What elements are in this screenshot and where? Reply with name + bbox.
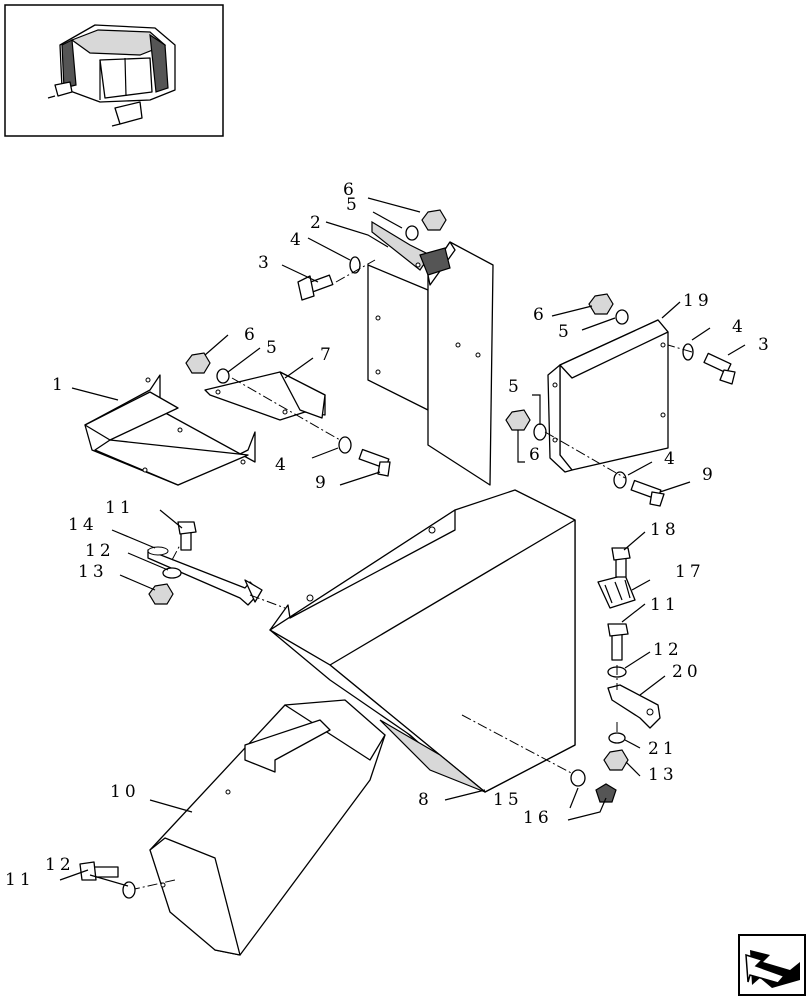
nut-icon	[421, 209, 447, 231]
label-part-7: 7	[320, 345, 335, 365]
label-part-8: 8	[418, 790, 433, 810]
nut-icon	[603, 749, 629, 771]
washer-icon	[216, 368, 230, 384]
label-part-6: 6	[343, 180, 358, 200]
washer-icon	[162, 567, 182, 579]
label-part-11: 11	[5, 870, 35, 890]
label-part-11: 11	[650, 595, 680, 615]
label-part-5: 5	[558, 322, 573, 342]
wing-nut-icon	[595, 783, 617, 803]
washer-icon	[608, 732, 626, 744]
label-part-6: 6	[244, 325, 259, 345]
label-part-14: 14	[68, 515, 98, 535]
part-2-panel	[367, 220, 494, 486]
bolt-icon	[630, 479, 665, 507]
label-part-15: 15	[493, 790, 523, 810]
label-part-2: 2	[310, 213, 325, 233]
label-part-6: 6	[529, 445, 544, 465]
label-part-10: 10	[110, 782, 140, 802]
label-part-13: 13	[78, 562, 108, 582]
label-part-18: 18	[650, 520, 680, 540]
washer-icon	[682, 343, 694, 361]
label-part-1: 1	[52, 375, 67, 395]
washer-icon	[122, 881, 136, 899]
label-part-5: 5	[346, 195, 361, 215]
washer-icon	[349, 256, 361, 274]
part-1-bracket	[84, 374, 256, 486]
bolt-icon	[703, 352, 736, 385]
label-part-19: 19	[683, 291, 713, 311]
label-part-12: 12	[45, 855, 75, 875]
washer-icon	[613, 471, 627, 489]
label-part-3: 3	[758, 335, 773, 355]
overview-thumbnail	[4, 4, 224, 137]
label-part-4: 4	[290, 230, 305, 250]
bolt-icon	[177, 521, 197, 551]
part-17-clip	[597, 574, 636, 609]
nut-icon	[505, 409, 531, 431]
bolt-icon	[607, 623, 629, 661]
bolt-icon	[358, 448, 391, 477]
label-part-20: 20	[672, 662, 702, 682]
nut-icon	[148, 583, 174, 605]
page-arrow-icon[interactable]	[738, 934, 806, 996]
label-part-12: 12	[653, 640, 683, 660]
label-part-17: 17	[675, 562, 705, 582]
label-part-5: 5	[266, 338, 281, 358]
part-10-guard	[129, 699, 386, 956]
label-part-6: 6	[533, 305, 548, 325]
part-19-cover	[547, 319, 669, 473]
nut-icon	[185, 352, 211, 374]
label-part-4: 4	[732, 317, 747, 337]
label-part-4: 4	[275, 455, 290, 475]
washer-icon	[405, 225, 419, 241]
label-part-13: 13	[648, 765, 678, 785]
label-part-9: 9	[315, 473, 330, 493]
washer-icon	[533, 423, 547, 441]
label-part-3: 3	[258, 253, 273, 273]
label-part-12: 12	[85, 541, 115, 561]
label-part-21: 21	[648, 739, 678, 759]
label-part-16: 16	[523, 808, 553, 828]
label-part-9: 9	[702, 465, 717, 485]
washer-icon	[338, 436, 352, 454]
part-20-bracket	[607, 684, 661, 729]
label-part-5: 5	[508, 377, 523, 397]
washer-icon	[570, 769, 586, 787]
part-14-bracket	[147, 546, 286, 609]
bolt-icon	[611, 547, 631, 578]
nut-icon	[588, 293, 614, 315]
washer-icon	[615, 309, 629, 325]
label-part-4: 4	[664, 449, 679, 469]
bolt-icon	[297, 274, 334, 301]
label-part-11: 11	[105, 498, 135, 518]
part-8-shroud	[269, 489, 576, 793]
baler-overview-icon	[47, 24, 176, 127]
leader-lines	[59, 197, 746, 887]
